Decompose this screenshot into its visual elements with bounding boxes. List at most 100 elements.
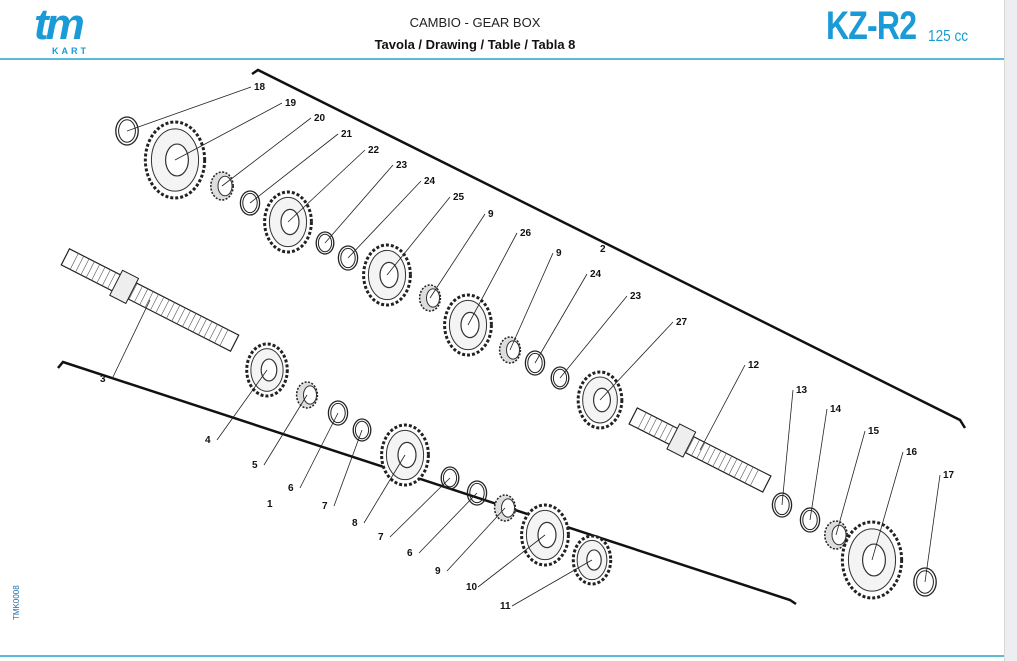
part-callout-label: 26 bbox=[520, 228, 532, 239]
part-callout-label: 5 bbox=[252, 460, 258, 471]
drawing-code: TMK0008 bbox=[12, 585, 21, 620]
leader-line bbox=[809, 408, 828, 521]
part-ring: 7 bbox=[322, 418, 372, 512]
part-washer: 14 bbox=[799, 404, 842, 533]
washer-icon bbox=[337, 245, 359, 271]
part-callout-label: 15 bbox=[868, 426, 880, 437]
leader-line bbox=[924, 474, 941, 583]
footer-rule bbox=[0, 655, 1005, 657]
leader-line bbox=[324, 164, 394, 244]
part-washer: 24 bbox=[524, 269, 602, 376]
washer-icon bbox=[327, 400, 349, 426]
leader-line bbox=[333, 429, 363, 507]
group-brackets: 2 1 bbox=[57, 68, 967, 606]
part-callout-label: 21 bbox=[341, 129, 353, 140]
drawing-subtitle: Tavola / Drawing / Table / Tabla 8 bbox=[374, 37, 576, 52]
leader-line bbox=[299, 412, 339, 489]
leader-line bbox=[781, 389, 794, 506]
washer-icon bbox=[524, 350, 546, 376]
leader-line bbox=[263, 394, 308, 466]
leader-line bbox=[467, 232, 518, 326]
drawing-title: CAMBIO - GEAR BOX bbox=[409, 15, 541, 30]
leader-line bbox=[249, 133, 339, 204]
part-washer: 21 bbox=[239, 129, 353, 216]
part-bearing: 5 bbox=[252, 381, 319, 471]
leader-line bbox=[446, 507, 506, 572]
part-callout-label: 20 bbox=[314, 113, 326, 124]
leader-line bbox=[386, 196, 451, 276]
part-ring: 7 bbox=[378, 466, 460, 543]
part-callout-label: 9 bbox=[488, 209, 494, 220]
part-shaft: 3 bbox=[60, 248, 240, 385]
part-gear: 19 bbox=[143, 98, 297, 200]
washer-icon bbox=[466, 480, 488, 506]
part-gear: 10 bbox=[466, 503, 570, 593]
part-gear: 25 bbox=[362, 192, 465, 307]
part-gear: 8 bbox=[352, 423, 430, 529]
part-bearing: 9 bbox=[418, 209, 494, 312]
part-callout-label: 3 bbox=[100, 374, 106, 385]
part-callout-label: 27 bbox=[676, 317, 688, 328]
part-callout-label: 10 bbox=[466, 582, 478, 593]
leader-line bbox=[511, 559, 593, 607]
leader-line bbox=[287, 149, 366, 223]
part-bearing: 9 bbox=[498, 248, 562, 364]
ring-icon bbox=[315, 231, 335, 255]
leader-line bbox=[363, 454, 406, 524]
page-header: tm KART CAMBIO - GEAR BOX Tavola / Drawi… bbox=[0, 0, 1005, 60]
part-callout-label: 17 bbox=[943, 470, 955, 481]
part-washer: 17 bbox=[913, 470, 955, 597]
part-washer: 18 bbox=[115, 82, 266, 146]
leader-line bbox=[509, 252, 554, 351]
leader-line bbox=[429, 213, 486, 299]
part-bearing: 20 bbox=[210, 113, 326, 201]
part-callout-label: 7 bbox=[322, 501, 328, 512]
washer-icon bbox=[799, 507, 821, 533]
part-callout-label: 13 bbox=[796, 385, 808, 396]
leader-line bbox=[216, 369, 268, 441]
washer-icon bbox=[239, 190, 261, 216]
group-label-2: 2 bbox=[600, 244, 606, 255]
part-callout-label: 22 bbox=[368, 145, 380, 156]
part-gear: 26 bbox=[443, 228, 532, 357]
part-callout-label: 25 bbox=[453, 192, 465, 203]
part-callout-label: 9 bbox=[556, 248, 562, 259]
part-callout-label: 24 bbox=[424, 176, 436, 187]
part-callout-label: 19 bbox=[285, 98, 297, 109]
leader-line bbox=[126, 86, 252, 132]
leader-line bbox=[871, 451, 904, 561]
part-callout-label: 24 bbox=[590, 269, 602, 280]
part-callout-label: 18 bbox=[254, 82, 266, 93]
part-washer: 6 bbox=[288, 400, 349, 494]
washer-icon bbox=[913, 567, 937, 597]
ring-icon bbox=[550, 366, 570, 390]
part-gear: 11 bbox=[500, 534, 613, 612]
part-bearing: 15 bbox=[824, 426, 880, 550]
part-callout-label: 23 bbox=[396, 160, 408, 171]
scrollbar[interactable] bbox=[1004, 0, 1017, 661]
part-gear: 4 bbox=[205, 342, 289, 446]
washer-icon bbox=[771, 492, 793, 518]
part-gear: 16 bbox=[840, 447, 918, 600]
leader-line bbox=[111, 299, 151, 380]
exploded-gearbox-diagram: 2 1 181920212223242592692423271213141516… bbox=[57, 68, 967, 612]
model-name: KZ-R2 bbox=[826, 4, 917, 48]
gear-icon bbox=[143, 120, 207, 200]
part-callout-label: 4 bbox=[205, 435, 211, 446]
group-label-1: 1 bbox=[267, 499, 273, 510]
part-callout-label: 6 bbox=[288, 483, 294, 494]
leader-line bbox=[477, 534, 546, 588]
leader-line bbox=[534, 273, 588, 364]
washer-icon bbox=[115, 116, 139, 146]
leader-line bbox=[221, 117, 312, 187]
bearing-icon bbox=[418, 284, 442, 312]
part-callout-label: 6 bbox=[407, 548, 413, 559]
part-callout-label: 8 bbox=[352, 518, 358, 529]
leader-line bbox=[835, 430, 866, 536]
leader-line bbox=[418, 492, 478, 554]
part-callout-label: 9 bbox=[435, 566, 441, 577]
part-callout-label: 16 bbox=[906, 447, 918, 458]
part-callout-label: 12 bbox=[748, 360, 760, 371]
leader-line bbox=[559, 295, 628, 379]
part-bearing: 9 bbox=[435, 494, 517, 577]
